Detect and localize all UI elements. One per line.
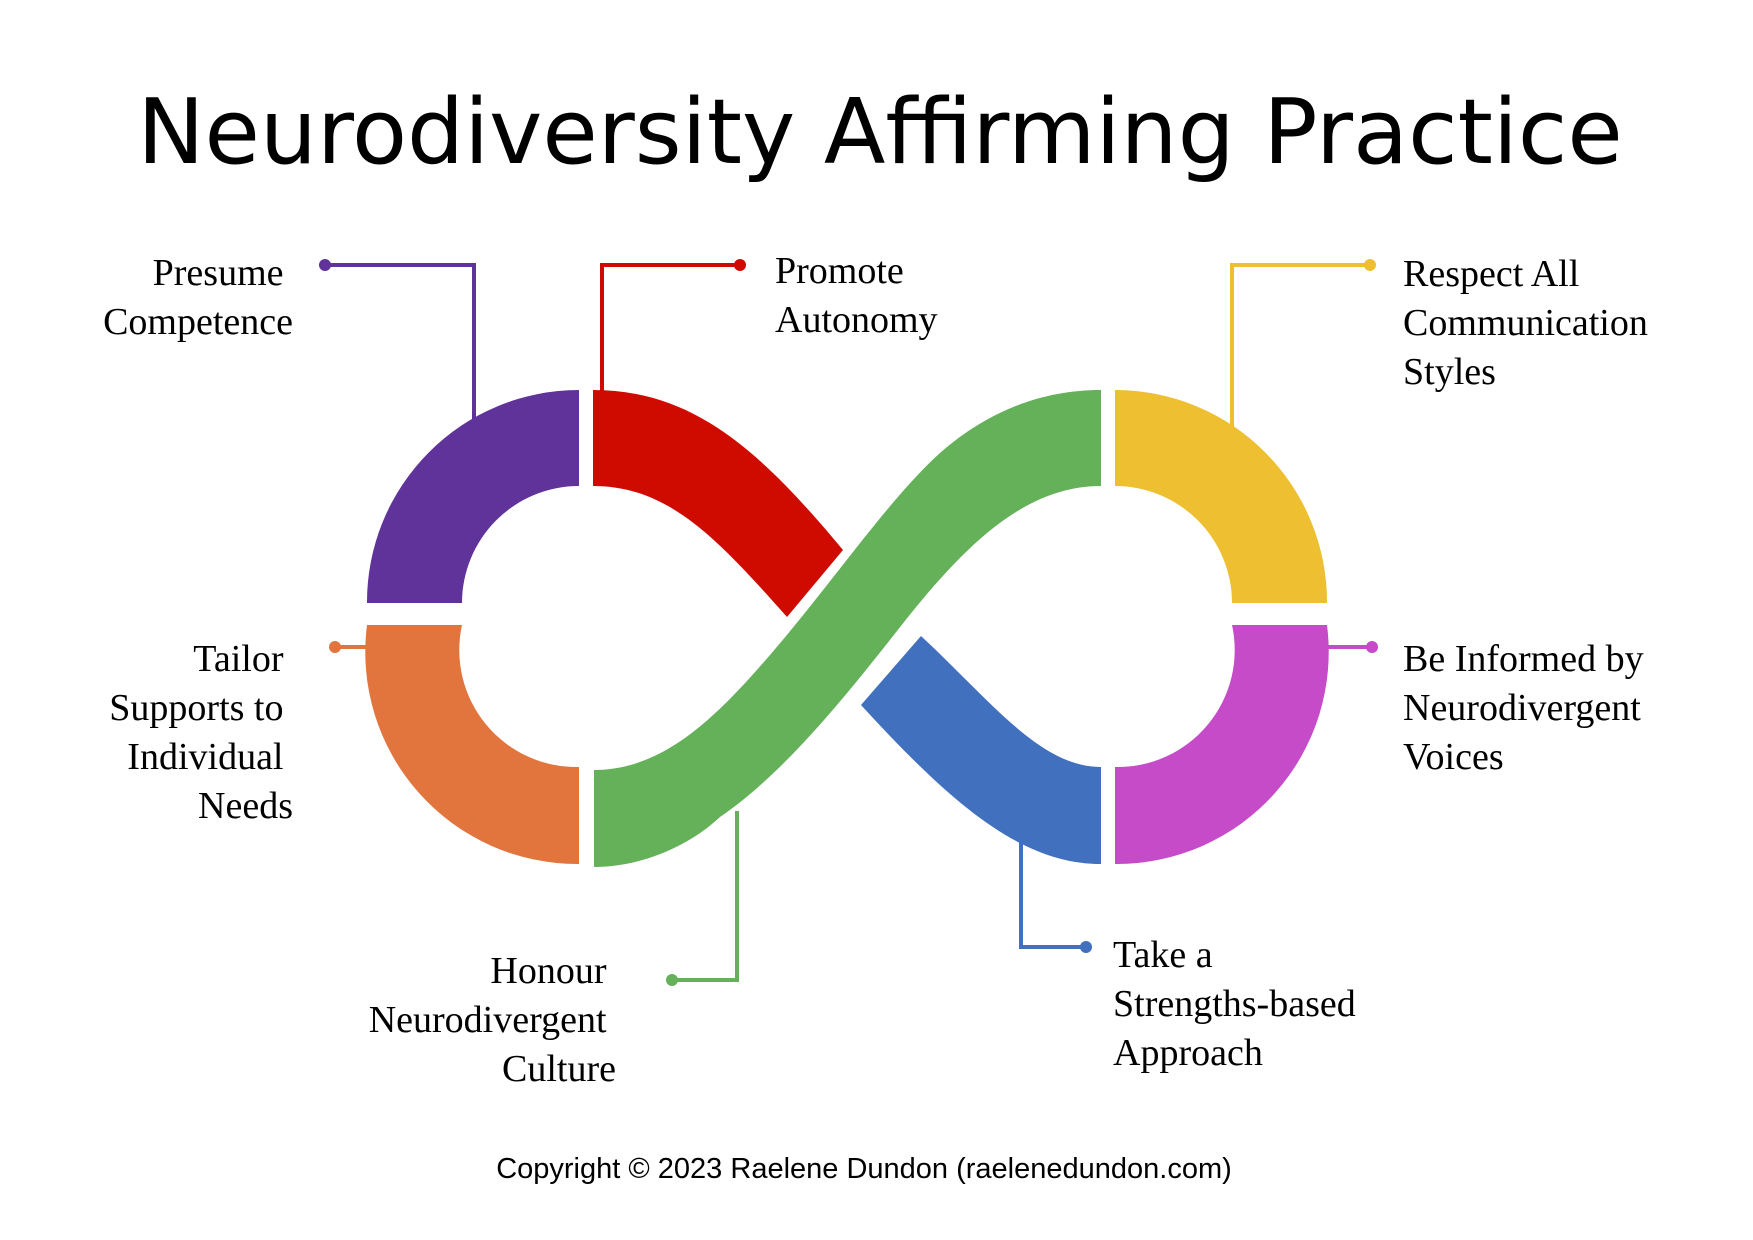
label-line: Neurodivergent bbox=[1403, 687, 1641, 729]
label-be-informed: Be Informed by Neurodivergent Voices bbox=[1403, 638, 1653, 778]
segment-orange bbox=[365, 625, 579, 865]
infinity-symbol bbox=[365, 390, 1329, 867]
connector-dot-orange bbox=[329, 641, 341, 653]
connectors bbox=[319, 259, 1378, 986]
label-honour-culture: Honour Neurodivergent Culture bbox=[369, 950, 616, 1090]
connector-dot-magenta bbox=[1366, 641, 1378, 653]
label-line: Needs bbox=[198, 785, 293, 827]
label-promote-autonomy: Promote Autonomy bbox=[775, 250, 938, 341]
label-line: Promote bbox=[775, 250, 904, 292]
connector-dot-green bbox=[666, 974, 678, 986]
label-line: Presume bbox=[153, 252, 284, 294]
connector-red bbox=[600, 263, 740, 391]
label-line: Be Informed by bbox=[1403, 638, 1644, 680]
connector-dot-red bbox=[734, 259, 746, 271]
connector-dot-blue bbox=[1080, 941, 1092, 953]
connector-green bbox=[672, 811, 739, 982]
copyright-notice: Copyright © 2023 Raelene Dundon (raelene… bbox=[496, 1153, 1232, 1185]
segment-magenta bbox=[1115, 625, 1329, 865]
segment-blue bbox=[861, 636, 1101, 864]
connector-dot-yellow bbox=[1364, 259, 1376, 271]
label-line: Communication bbox=[1403, 302, 1648, 344]
segment-purple bbox=[366, 390, 579, 603]
label-presume-competence: Presume Competence bbox=[103, 252, 293, 343]
label-respect-communication: Respect All Communication Styles bbox=[1403, 253, 1657, 393]
segment-red bbox=[593, 390, 843, 617]
connector-purple bbox=[325, 263, 476, 425]
label-line: Honour bbox=[490, 950, 606, 992]
page-title: Neurodiversity Affirming Practice bbox=[137, 80, 1623, 185]
connector-dot-purple bbox=[319, 259, 331, 271]
label-line: Styles bbox=[1403, 351, 1496, 393]
label-line: Autonomy bbox=[775, 299, 938, 341]
label-line: Culture bbox=[502, 1048, 616, 1090]
label-tailor-supports: Tailor Supports to Individual Needs bbox=[109, 638, 293, 827]
label-line: Individual bbox=[127, 736, 283, 778]
label-line: Neurodivergent bbox=[369, 999, 607, 1041]
label-line: Take a bbox=[1113, 934, 1213, 976]
label-line: Voices bbox=[1403, 736, 1504, 778]
segment-yellow bbox=[1115, 390, 1328, 603]
label-line: Strengths-based bbox=[1113, 983, 1356, 1025]
label-line: Competence bbox=[103, 301, 293, 343]
segment-green bbox=[594, 390, 1101, 867]
connector-blue bbox=[1019, 839, 1086, 949]
connector-yellow bbox=[1230, 263, 1370, 427]
label-line: Approach bbox=[1113, 1032, 1263, 1074]
label-line: Respect All bbox=[1403, 253, 1579, 295]
label-line: Supports to bbox=[109, 687, 283, 729]
label-line: Tailor bbox=[193, 638, 284, 680]
label-strengths-based: Take a Strengths-based Approach bbox=[1113, 934, 1365, 1074]
